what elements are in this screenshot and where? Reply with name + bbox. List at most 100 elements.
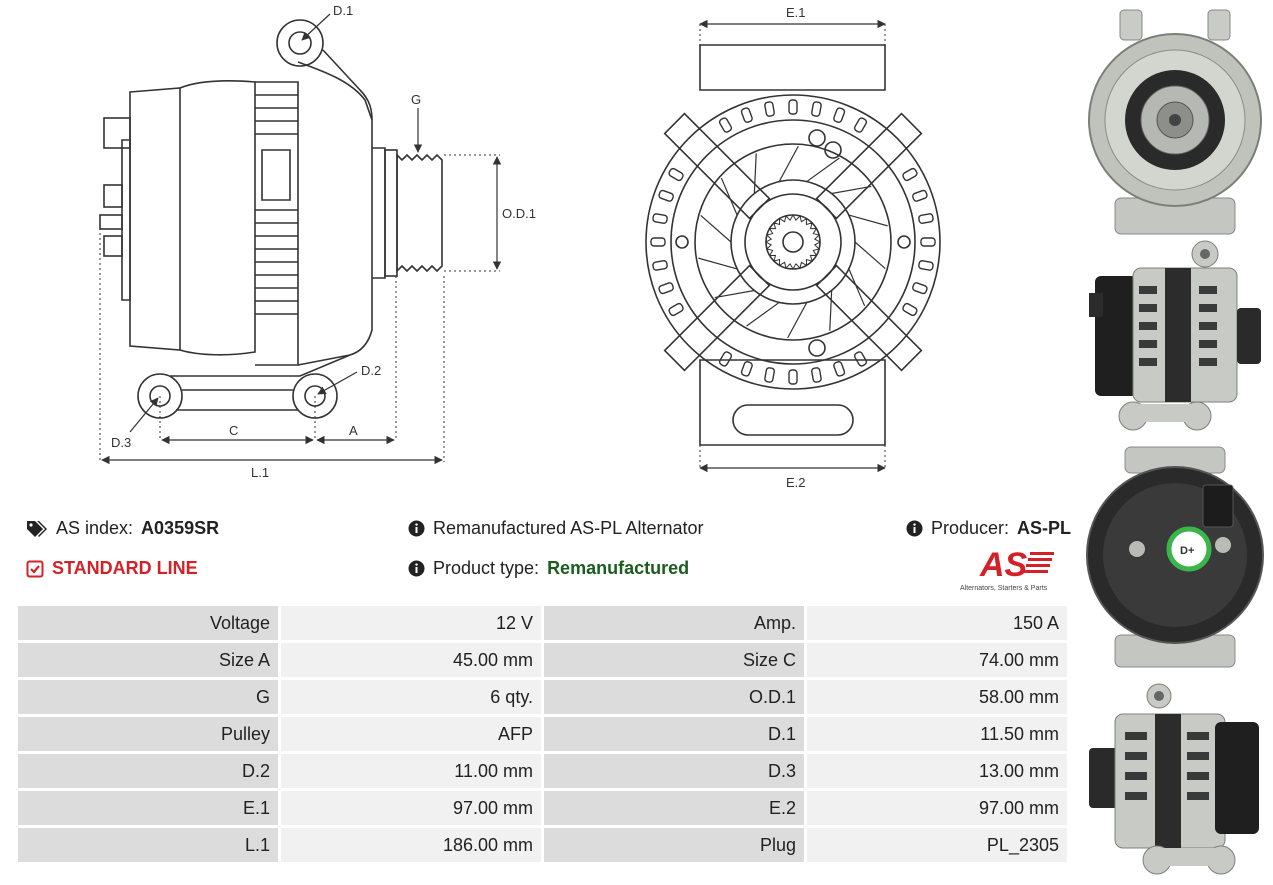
vent-slot [668, 302, 684, 317]
spec-label: D.1 [541, 714, 807, 754]
fan-blade [787, 302, 808, 339]
spec-label: Pulley [15, 714, 281, 754]
product-photo-front [1088, 9, 1262, 235]
check-square-icon [26, 560, 44, 577]
as-index-label: AS index: [56, 518, 134, 538]
spec-label: E.1 [15, 788, 281, 828]
label-l1: L.1 [251, 465, 269, 480]
vent-slot [788, 369, 798, 385]
vent-slot [853, 117, 868, 133]
vent-slot [658, 282, 674, 295]
spec-value: 150 A [804, 603, 1070, 643]
spec-value: 11.00 mm [278, 751, 544, 791]
as-logo-tagline: Alternators, Starters & Parts [960, 585, 1048, 592]
spec-label: L.1 [15, 825, 281, 865]
info-icon [906, 520, 923, 537]
vent-slot [764, 101, 775, 117]
vent-slot [811, 101, 822, 117]
product-photo-rear: D+ [1086, 446, 1264, 668]
fan-blade [854, 241, 886, 269]
fan-blade [778, 145, 799, 182]
spec-value: 186.00 mm [278, 825, 544, 865]
spec-label: E.2 [541, 788, 807, 828]
front-view-drawing: E.1 E.2 [645, 5, 941, 490]
as-logo: AS Alternators, Starters & Parts [960, 544, 1070, 594]
spec-value: PL_2305 [804, 825, 1070, 865]
vent-slot [902, 302, 918, 317]
spec-value: AFP [278, 714, 544, 754]
label-d3: D.3 [111, 435, 131, 450]
vent-slot [853, 351, 868, 367]
spec-label: Size C [541, 640, 807, 680]
vent-slot [833, 107, 846, 123]
vent-slot [912, 189, 928, 202]
spec-value: 97.00 mm [278, 788, 544, 828]
as-index-value: A0359SR [141, 518, 220, 538]
vent-slot [920, 237, 936, 247]
spec-value: 11.50 mm [804, 714, 1070, 754]
product-line: STANDARD LINE [26, 558, 198, 579]
fan-blade [753, 153, 757, 194]
vent-slot [718, 117, 733, 133]
vent-slot [912, 282, 928, 295]
fan-blade [806, 157, 840, 183]
vent-slot [811, 367, 822, 383]
product-type-value: Remanufactured [547, 558, 690, 578]
spline-shaft [764, 213, 822, 271]
product-type-label: Product type: [433, 558, 540, 578]
product-type: Product type: Remanufactured [408, 558, 689, 579]
product-description: Remanufactured AS-PL Alternator [408, 518, 703, 539]
svg-text:AS: AS [979, 546, 1028, 580]
vent-slot [918, 213, 934, 224]
vent-slot [788, 99, 798, 115]
spec-label: Voltage [15, 603, 281, 643]
fan-blade [848, 268, 866, 307]
fan-blade [698, 257, 738, 270]
label-d1: D.1 [333, 3, 353, 18]
vent-slot [764, 367, 775, 383]
vent-slot [833, 361, 846, 377]
photo-badge: D+ [1180, 545, 1194, 557]
spec-label: Plug [541, 825, 807, 865]
spec-value: 74.00 mm [804, 640, 1070, 680]
side-view-drawing: D.1 G O.D.1 D.2 D.3 C A L.1 [99, 3, 536, 480]
spec-label: O.D.1 [541, 677, 807, 717]
spec-value: 6 qty. [278, 677, 544, 717]
vent-slot [650, 237, 666, 247]
label-a: A [349, 423, 358, 438]
spec-value: 45.00 mm [278, 640, 544, 680]
label-e1: E.1 [786, 5, 806, 20]
description-text: Remanufactured AS-PL Alternator [433, 518, 704, 538]
label-g: G [411, 92, 421, 107]
label-e2: E.2 [786, 475, 806, 490]
vent-slot [652, 260, 668, 271]
vent-slot [902, 167, 918, 182]
vent-slot [740, 107, 753, 123]
producer-value: AS-PL [1017, 518, 1072, 538]
fan-blade [848, 214, 888, 227]
info-icon [408, 560, 425, 577]
info-icon [408, 520, 425, 537]
label-c: C [229, 423, 238, 438]
producer-label: Producer: [931, 518, 1010, 538]
spec-label: Size A [15, 640, 281, 680]
spec-label: Amp. [541, 603, 807, 643]
fan-blade [720, 177, 738, 216]
spec-value: 97.00 mm [804, 788, 1070, 828]
fan-blade [700, 215, 732, 243]
as-logo-mark: AS [979, 546, 1054, 584]
spec-label: D.3 [541, 751, 807, 791]
as-index: AS index: A0359SR [26, 518, 219, 539]
tags-icon [27, 520, 47, 537]
vent-slot [658, 189, 674, 202]
spec-label: G [15, 677, 281, 717]
product-photo-side [1089, 240, 1261, 431]
